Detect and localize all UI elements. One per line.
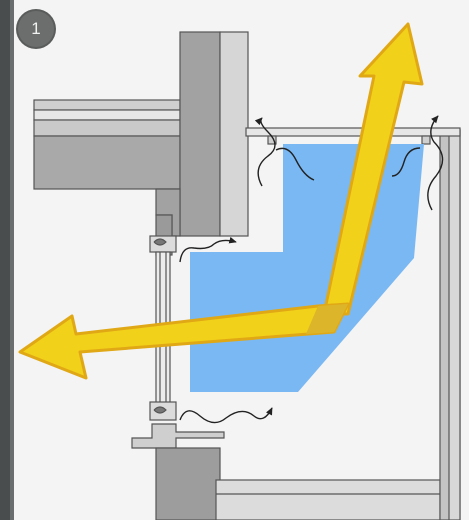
panel-left-border <box>10 0 14 520</box>
airflow-top-left-wave <box>275 147 315 181</box>
light-ray-overlap <box>306 304 348 334</box>
light-ray-left-arrow <box>18 302 350 380</box>
airflow-top-right-wave <box>391 147 421 177</box>
ceiling-slab <box>33 99 181 190</box>
light-ray-arrows <box>18 22 424 380</box>
right-wall <box>245 127 461 520</box>
lower-wall <box>131 423 441 520</box>
airflow-bottom-arrow <box>179 407 273 424</box>
airflow-top-left-arrow <box>254 117 276 187</box>
airflow-top-right-arrow <box>427 115 444 211</box>
step-number-badge: 1 <box>18 11 54 47</box>
airflow-arrows <box>179 115 444 424</box>
airflow-mid-arrow <box>179 236 237 263</box>
upper-wall <box>155 31 249 256</box>
light-ray-up-arrow <box>322 22 424 316</box>
